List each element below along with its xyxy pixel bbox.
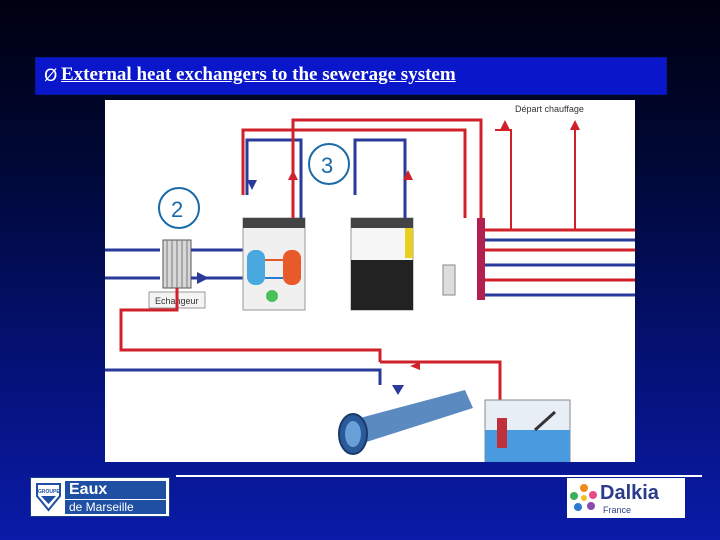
expansion-tank bbox=[442, 264, 456, 296]
eaux-de-marseille-logo: GROUPE Eaux de Marseille bbox=[30, 477, 170, 517]
pipe-cold-boiler bbox=[353, 138, 407, 218]
footer-line bbox=[176, 475, 702, 477]
riser-1 bbox=[495, 129, 512, 230]
flow-arrow-down-icon bbox=[392, 385, 404, 395]
dalkia-name: Dalkia bbox=[600, 482, 659, 504]
arrow-up-icon bbox=[288, 170, 298, 180]
arrow-up-icon-2 bbox=[403, 170, 413, 180]
pipe-hot-top bbox=[241, 128, 467, 218]
pipe-cold-to-sewer bbox=[105, 368, 382, 385]
tank bbox=[484, 399, 571, 462]
dalkia-sub: France bbox=[603, 505, 632, 515]
sewer-pipe bbox=[338, 390, 473, 455]
eaux-line2: de Marseille bbox=[65, 500, 166, 514]
heating-label: Départ chauffage bbox=[515, 104, 584, 114]
number-2-circle bbox=[158, 187, 200, 229]
heat-pump-unit bbox=[242, 217, 306, 311]
flow-arrow-left-icon bbox=[410, 362, 420, 370]
pipe-cold-return bbox=[245, 138, 303, 218]
dalkia-dots-icon bbox=[570, 484, 597, 511]
slide-title: External heat exchangers to the sewerage… bbox=[61, 64, 456, 85]
number-3: 3 bbox=[321, 153, 333, 178]
riser-arrow-icon-2 bbox=[570, 120, 580, 130]
heat-exchanger-diagram: Echangeur 2 3 bbox=[105, 100, 635, 462]
pipe-hot-main bbox=[291, 118, 483, 218]
flow-arrow-icon bbox=[197, 272, 209, 284]
number-3-circle bbox=[308, 143, 350, 185]
boiler-unit bbox=[350, 217, 414, 311]
eaux-emblem-icon: GROUPE bbox=[36, 483, 61, 512]
diagram-svg: Echangeur 2 3 bbox=[105, 104, 635, 462]
eaux-emblem-text: GROUPE bbox=[38, 489, 60, 495]
exchanger-unit bbox=[162, 239, 192, 289]
collector-bar bbox=[477, 218, 485, 300]
arrow-down-icon bbox=[247, 180, 257, 190]
bullet-icon: Ø bbox=[44, 66, 58, 86]
eaux-line1: Eaux bbox=[65, 481, 166, 499]
pipe-hot-to-sewer bbox=[119, 288, 382, 362]
pipe-hot-to-tank bbox=[380, 360, 502, 405]
number-2: 2 bbox=[171, 197, 183, 222]
riser-arrow-icon-1 bbox=[500, 120, 510, 130]
title-bar: Ø External heat exchangers to the sewera… bbox=[35, 57, 667, 95]
dalkia-logo: Dalkia France bbox=[567, 478, 685, 518]
